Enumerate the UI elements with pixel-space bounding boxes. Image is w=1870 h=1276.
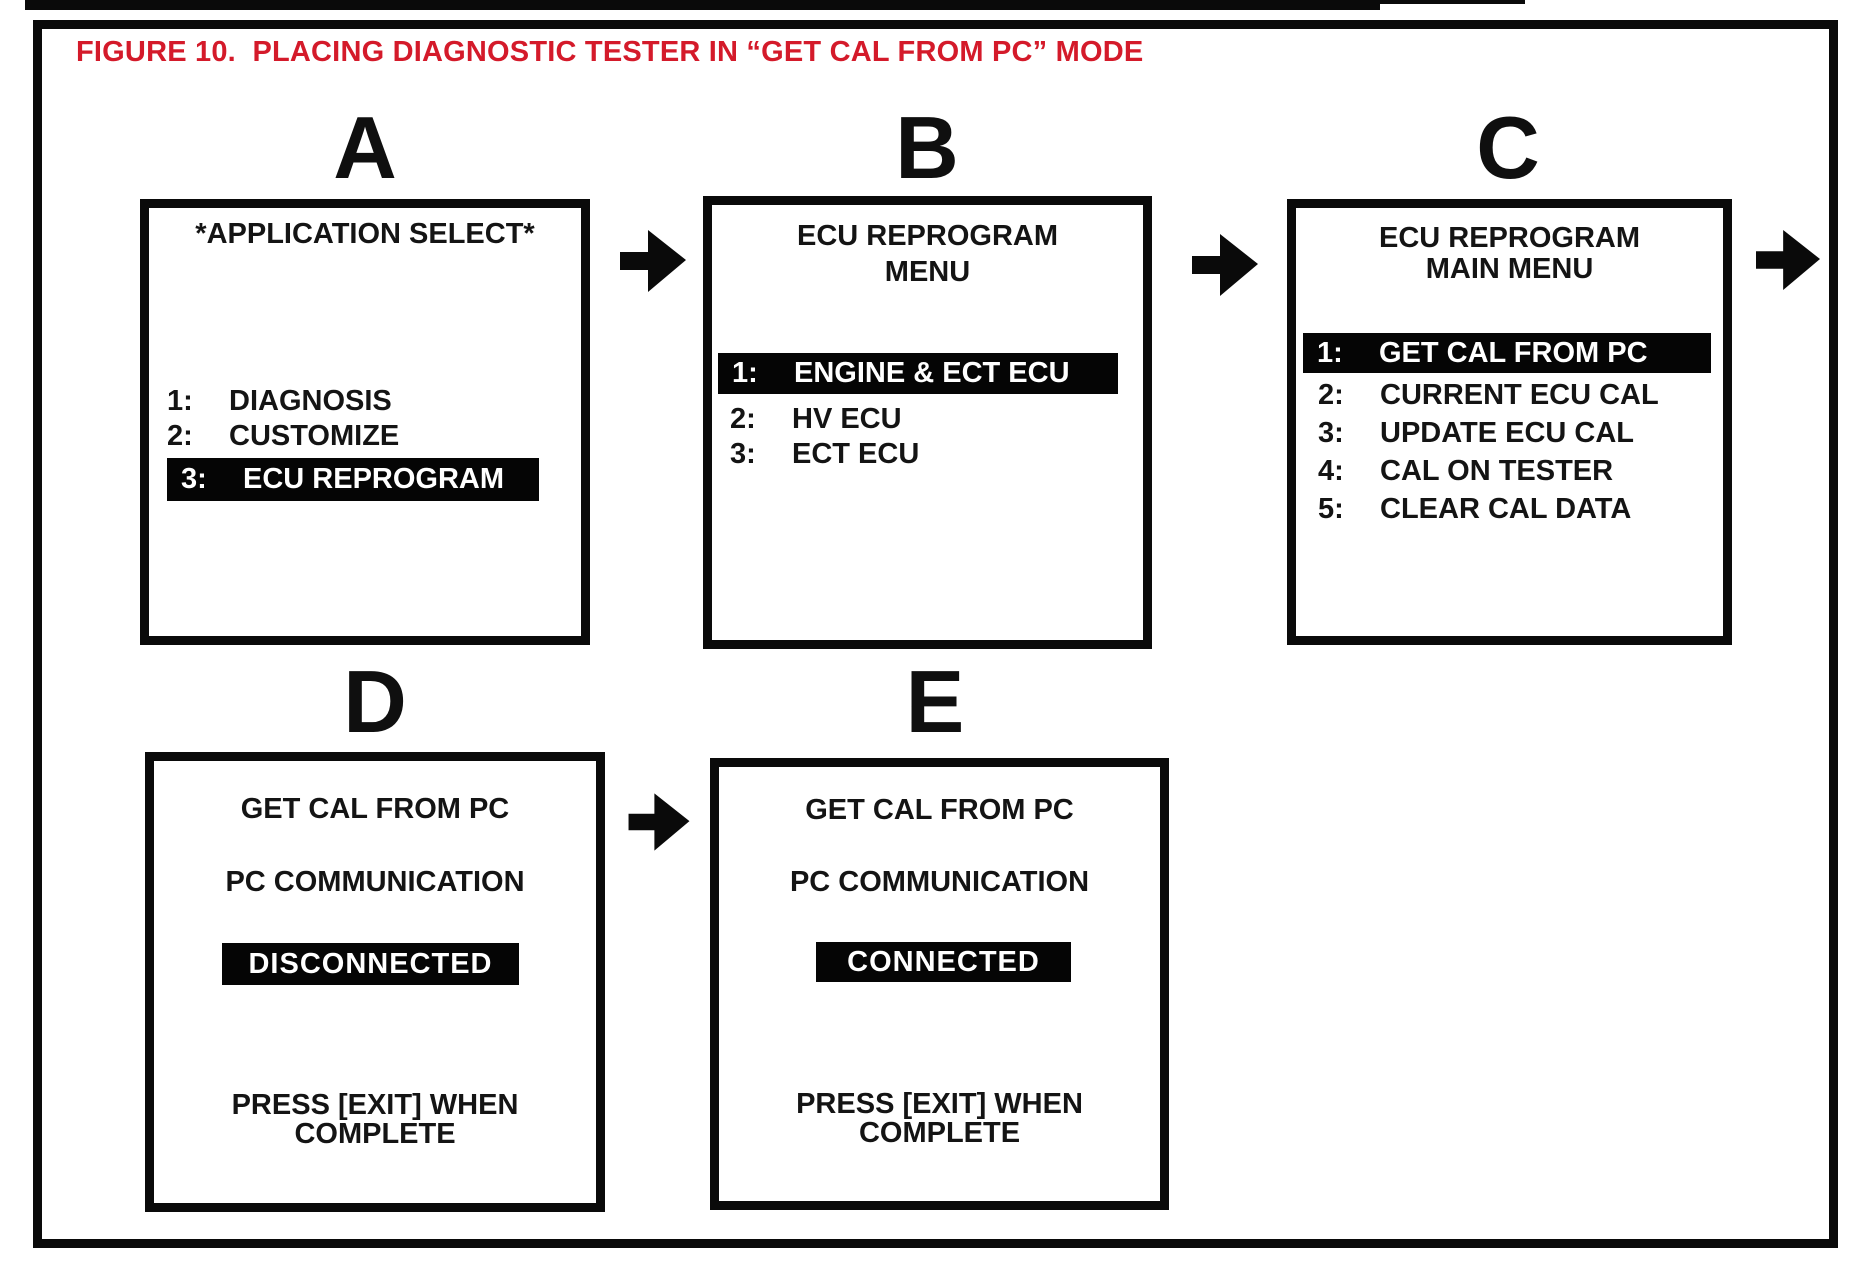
flow-arrow-icon [620,222,686,300]
status-text: CONNECTED [847,945,1040,978]
menu-item-diagnosis: 1: DIAGNOSIS [167,385,392,418]
screen-ecu-reprogram-main-menu: ECU REPROGRAM MAIN MENU 1: GET CAL FROM P… [1287,199,1732,645]
menu-item-number: 1: [1317,336,1343,369]
panel-label-e: E [905,652,965,751]
screen-title-line1: ECU REPROGRAM [1378,222,1640,254]
menu-item-text: ECT ECU [792,438,920,470]
menu-item-customize: 2: CUSTOMIZE [167,420,399,453]
menu-item-number: 2: [1318,379,1344,411]
panel-label-a: A [333,98,397,197]
flow-arrow-icon [1192,226,1258,304]
screen-footer-line1: PRESS [EXIT] WHEN [231,1089,519,1121]
screen-footer-line2: COMPLETE [294,1118,456,1150]
status-badge-disconnected: DISCONNECTED [222,943,519,985]
menu-item-text: HV ECU [792,403,902,435]
panel-label-c: C [1476,98,1540,197]
figure-title: FIGURE 10. PLACING DIAGNOSTIC TESTER IN … [76,36,1144,68]
screen-title: *APPLICATION SELECT* [195,218,535,250]
menu-item-text: DIAGNOSIS [229,385,392,417]
menu-item-text: ENGINE & ECT ECU [794,357,1070,389]
menu-item-text: ECU REPROGRAM [243,463,505,495]
menu-item-number: 2: [167,420,193,452]
menu-item-number: 4: [1318,455,1344,487]
menu-item-text: UPDATE ECU CAL [1380,417,1635,449]
menu-item-cal-on-tester: 4: CAL ON TESTER [1318,455,1613,488]
status-badge-connected: CONNECTED [816,942,1071,982]
screen-line-get-cal: GET CAL FROM PC [240,793,510,825]
screen-footer-line1: PRESS [EXIT] WHEN [796,1088,1083,1120]
scan-artifact-strip [1380,0,1525,4]
status-text: DISCONNECTED [248,947,493,980]
menu-item-number: 5: [1318,493,1344,525]
menu-item-current-ecu-cal: 2: CURRENT ECU CAL [1318,379,1659,412]
screen-title-line1: ECU REPROGRAM [796,220,1058,252]
menu-item-number: 3: [730,438,756,470]
panel-label-b: B [895,98,959,197]
screen-line-get-cal: GET CAL FROM PC [805,794,1074,826]
menu-item-number: 1: [732,357,758,389]
scan-artifact-strip [25,0,1380,10]
menu-item-text: CUSTOMIZE [229,420,400,452]
flow-arrow-icon [1756,222,1820,298]
menu-item-text: CLEAR CAL DATA [1380,493,1632,525]
menu-item-clear-cal-data: 5: CLEAR CAL DATA [1318,493,1631,526]
menu-item-update-ecu-cal: 3: UPDATE ECU CAL [1318,417,1634,450]
screen-title-line2: MAIN MENU [1425,253,1594,285]
menu-item-ecu-reprogram-highlighted: 3: ECU REPROGRAM [167,458,539,501]
screen-get-cal-disconnected: GET CAL FROM PC PC COMMUNICATION DISCONN… [145,752,605,1212]
screen-get-cal-connected: GET CAL FROM PC PC COMMUNICATION CONNECT… [710,758,1169,1210]
menu-item-hv-ecu: 2: HV ECU [730,403,902,436]
menu-item-text: CAL ON TESTER [1380,455,1614,487]
menu-item-ect-ecu: 3: ECT ECU [730,438,919,471]
screen-footer-line2: COMPLETE [858,1117,1021,1149]
screen-line-pc-communication: PC COMMUNICATION [225,866,525,898]
flow-arrow-icon [628,786,690,858]
screen-line-pc-communication: PC COMMUNICATION [789,866,1090,898]
menu-item-get-cal-from-pc-highlighted: 1: GET CAL FROM PC [1303,333,1711,373]
menu-item-number: 3: [181,463,207,495]
screen-application-select: *APPLICATION SELECT* 1: DIAGNOSIS 2: CUSTO… [140,199,590,645]
menu-item-text: CURRENT ECU CAL [1380,379,1659,411]
menu-item-text: GET CAL FROM PC [1379,336,1648,369]
panel-label-d: D [343,652,407,751]
menu-item-number: 2: [730,403,756,435]
menu-item-number: 1: [167,385,193,417]
menu-item-engine-ect-ecu-highlighted: 1: ENGINE & ECT ECU [718,353,1118,394]
screen-ecu-reprogram-menu: ECU REPROGRAM MENU 1: ENGINE & ECT ECU 2:… [703,196,1152,649]
screen-title-line2: MENU [884,256,971,288]
menu-item-number: 3: [1318,417,1344,449]
